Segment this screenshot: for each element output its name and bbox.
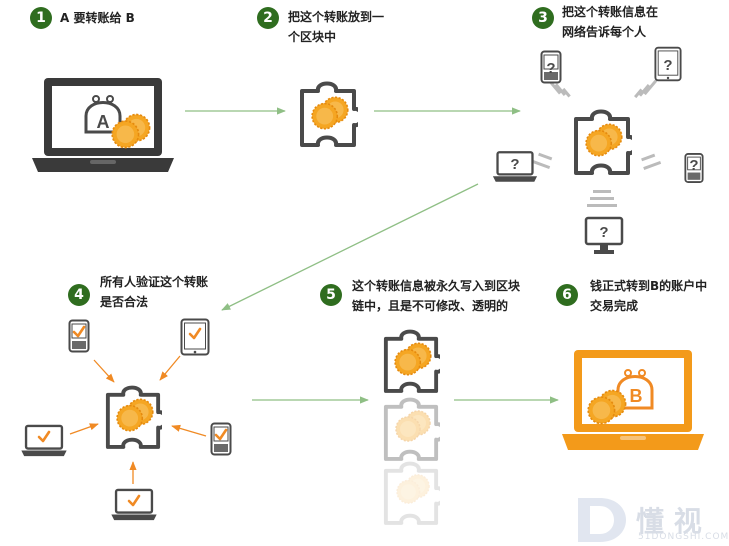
verify-puzzle-icon <box>108 388 166 447</box>
step-5-text: 这个转账信息被永久写入到区块 链中，且是不可修改、透明的 <box>352 279 521 313</box>
step-5-badge: 5 <box>320 284 342 306</box>
block-puzzle-icon <box>302 84 362 146</box>
step-4-text: 所有人验证这个转账 是否合法 <box>100 275 209 309</box>
step-2-badge: 2 <box>257 7 279 29</box>
unknown-mark: ? <box>546 60 555 77</box>
arrow-to-verify <box>221 183 479 311</box>
step-2-text: 把这个转账放到一 个区块中 <box>288 10 385 44</box>
unknown-mark: ? <box>689 157 698 174</box>
valid-phone-icon <box>68 319 90 353</box>
step-3-badge: 3 <box>532 7 554 29</box>
watermark-url: 51DONGSHI.COM <box>638 532 729 542</box>
step-6-badge: 6 <box>556 284 578 306</box>
step-1-text: A 要转账给 B <box>60 11 135 25</box>
step-6-text: 钱正式转到B的账户中 交易完成 <box>590 279 708 313</box>
broadcast-puzzle-icon <box>576 112 636 174</box>
step-3-text: 把这个转账信息在 网络告诉每个人 <box>562 5 659 39</box>
watermark-brand: 懂 视 <box>636 505 702 538</box>
chain-block-icon <box>386 332 444 391</box>
step-4-badge: 4 <box>68 284 90 306</box>
chain-block-faded-icon <box>386 400 444 459</box>
sender-label: A <box>97 112 110 132</box>
valid-laptop-icon <box>20 424 68 458</box>
unknown-mark: ? <box>663 57 672 74</box>
valid-tablet-icon <box>180 318 210 356</box>
laptop-b-icon <box>562 350 704 450</box>
valid-laptop-bottom-icon <box>110 488 158 522</box>
unknown-mark: ? <box>510 156 519 173</box>
valid-phone-right-icon <box>210 422 232 456</box>
watermark-logo-icon <box>578 498 626 542</box>
step-1-badge: 1 <box>30 7 52 29</box>
chain-block-faded-icon <box>383 461 440 525</box>
verify-arrows <box>69 355 207 484</box>
laptop-a-icon <box>32 78 174 172</box>
receiver-label: B <box>630 386 643 406</box>
unknown-mark: ? <box>599 224 608 241</box>
